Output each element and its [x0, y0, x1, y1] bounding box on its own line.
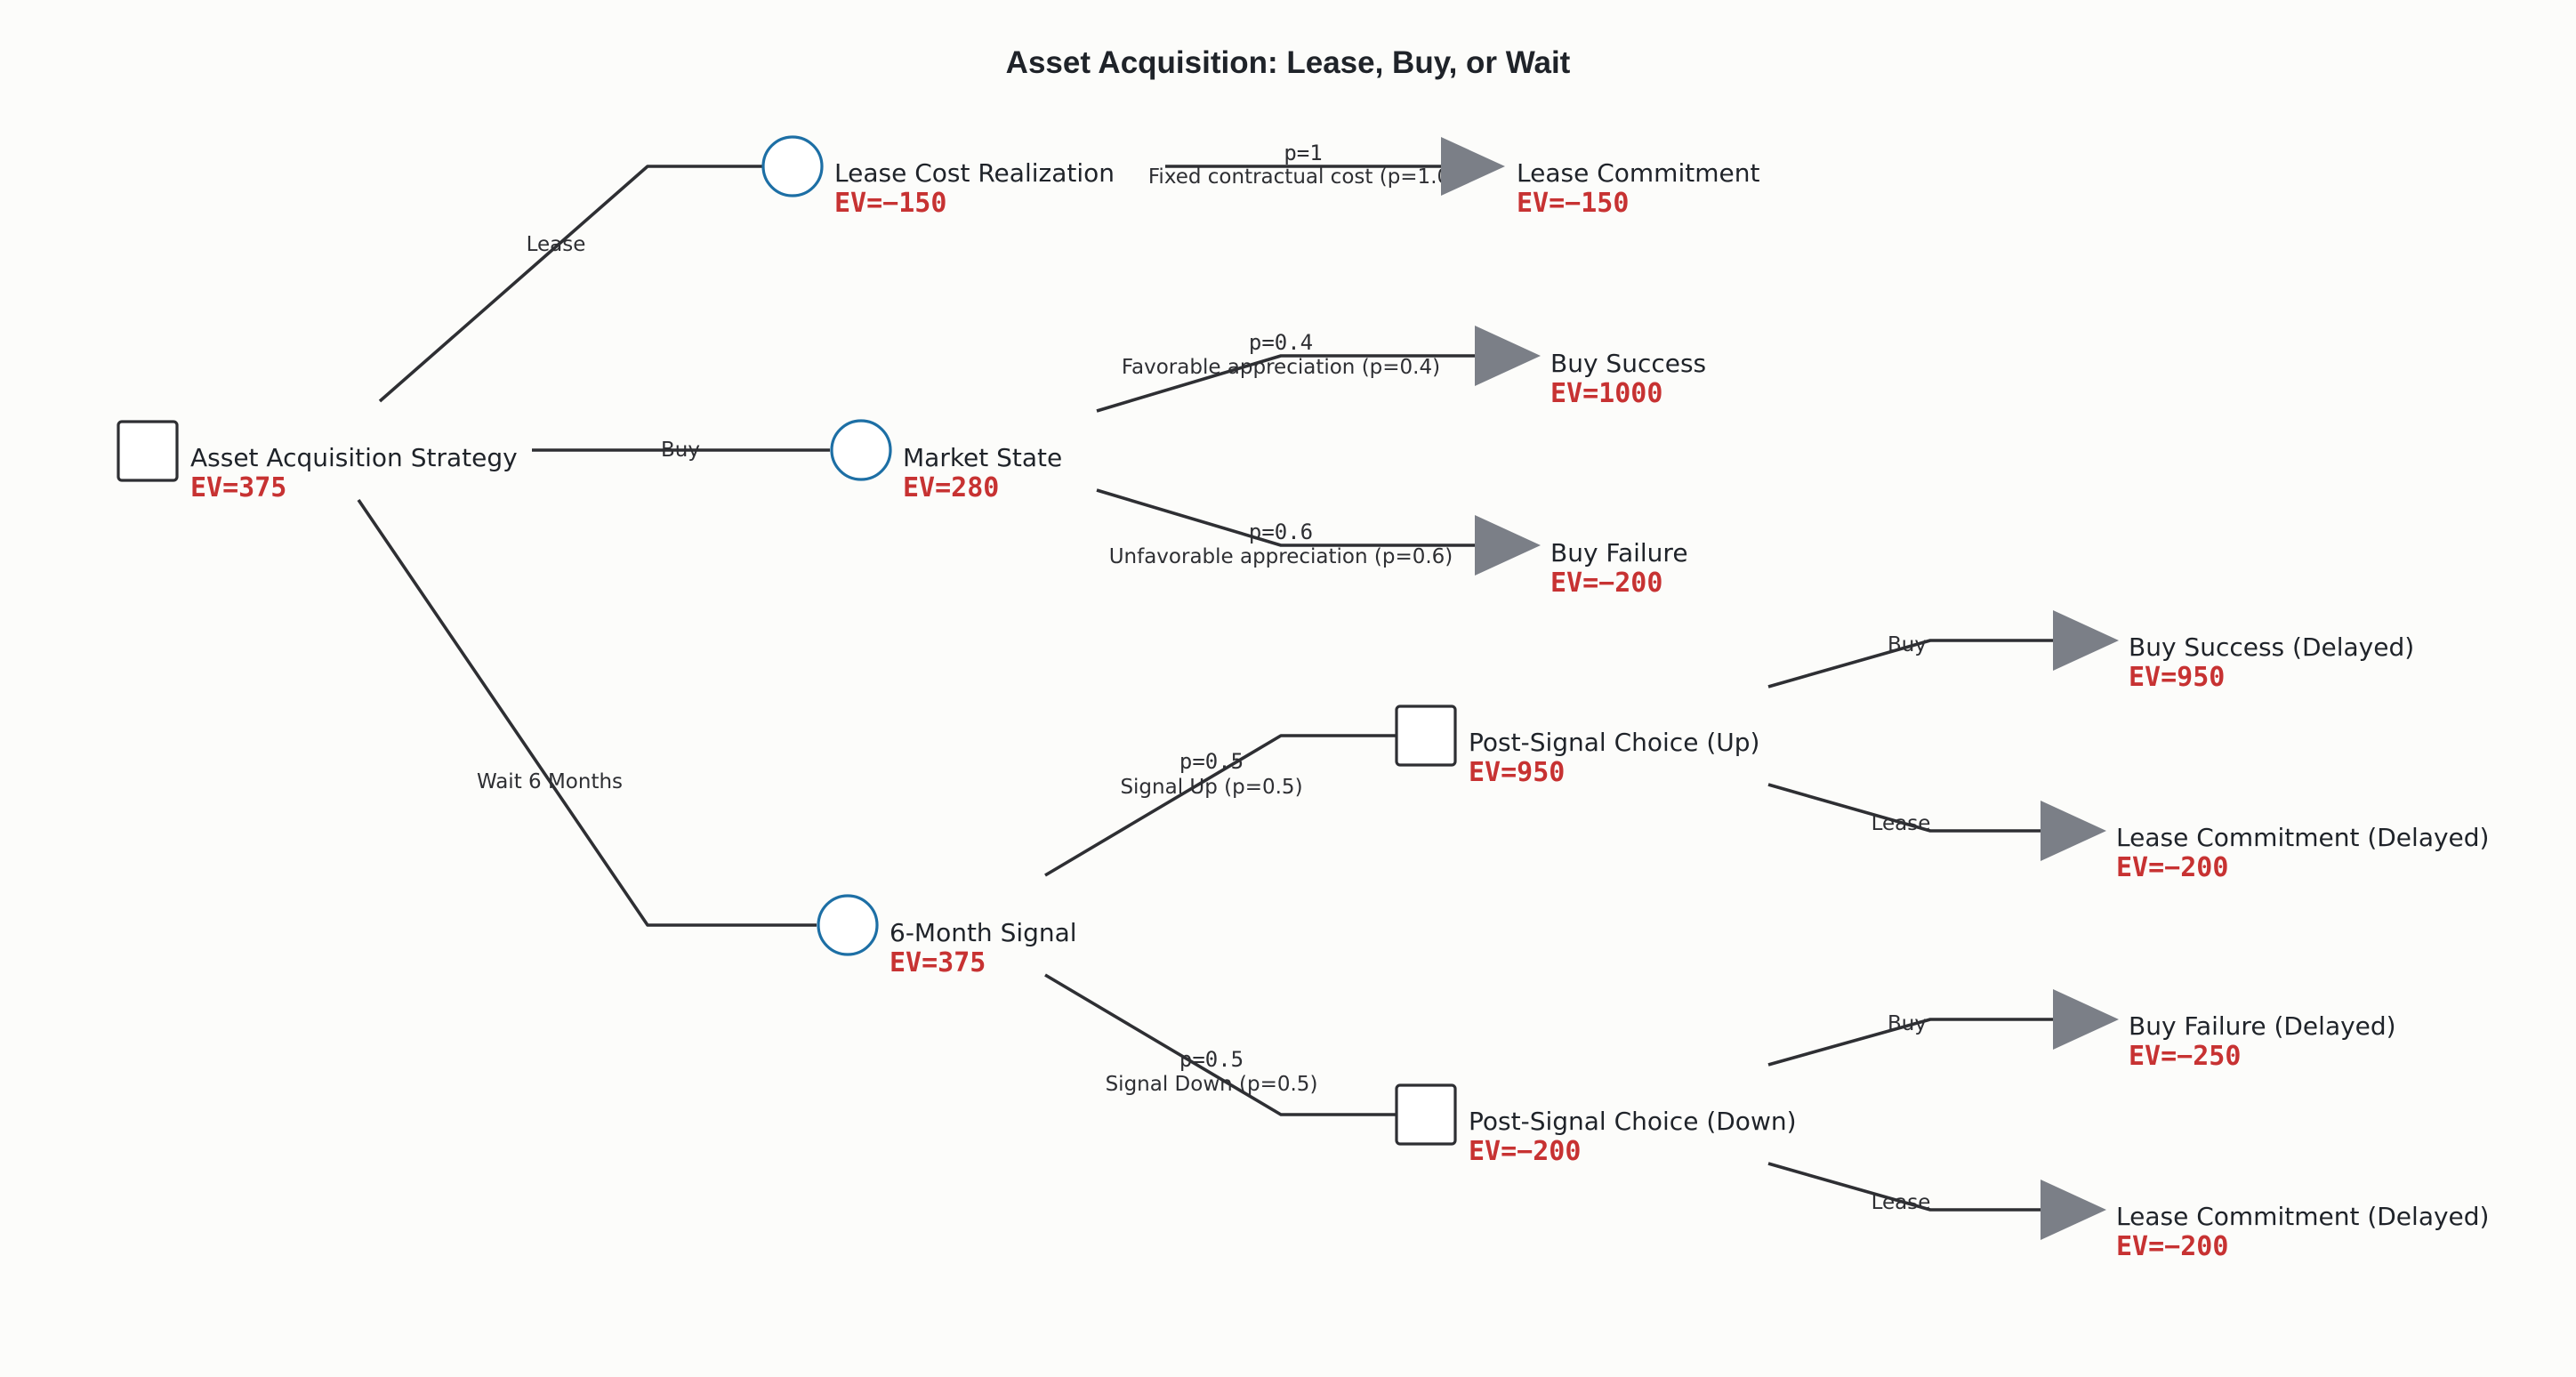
node-label-market-state: Market State [903, 443, 1062, 472]
ev-label-lease-delayed-down: EV=−200 [2116, 1231, 2228, 1262]
edge-down-buy [1767, 1018, 2053, 1067]
node-label-post-down: Post-Signal Choice (Down) [1469, 1107, 1797, 1136]
node-label-buy-success: Buy Success [1550, 349, 1706, 378]
terminal-node-lease-delayed-up [2041, 801, 2106, 861]
edge-label-up-buy: Buy [1888, 633, 1927, 656]
prob-label-fixed: p=1 [1284, 141, 1322, 165]
ev-label-root: EV=375 [190, 472, 286, 503]
ev-label-post-down: EV=−200 [1469, 1136, 1581, 1167]
decision-node-post-up [1395, 705, 1457, 767]
edge-label-signal-down: Signal Down (p=0.5) [1106, 1073, 1318, 1096]
edge-unfavorable [1096, 488, 1477, 547]
terminal-node-lease-delayed-down [2041, 1180, 2106, 1240]
ev-label-lease-delayed-up: EV=−200 [2116, 852, 2228, 883]
chance-node-market-state [830, 419, 892, 481]
node-label-lease-delayed-down: Lease Commitment (Delayed) [2116, 1202, 2489, 1231]
ev-label-lease-cost: EV=−150 [834, 188, 946, 219]
prob-label-unfavorable: p=0.6 [1249, 519, 1313, 544]
ev-label-post-up: EV=950 [1469, 757, 1565, 788]
terminal-node-buy-success-delayed [2053, 610, 2119, 671]
prob-label-signal-down: p=0.5 [1179, 1047, 1244, 1072]
edge-label-signal-up: Signal Up (p=0.5) [1120, 776, 1302, 799]
chance-node-signal [817, 894, 879, 956]
edge-labels: Lease Buy Wait 6 Months p=1 Fixed contra… [477, 141, 1930, 1214]
ev-label-buy-success-delayed: EV=950 [2129, 662, 2225, 693]
edge-label-unfavorable: Unfavorable appreciation (p=0.6) [1109, 545, 1453, 568]
edge-label-favorable: Favorable appreciation (p=0.4) [1122, 356, 1440, 379]
edge-down-lease [1767, 1162, 2041, 1212]
ev-label-buy-failure-delayed: EV=−250 [2129, 1041, 2241, 1072]
ev-label-market-state: EV=280 [903, 472, 999, 503]
terminal-node-buy-failure-delayed [2053, 989, 2119, 1050]
chance-node-lease-cost [761, 135, 824, 197]
edges [357, 165, 2053, 1212]
nodes: Asset Acquisition Strategy EV=375 Lease … [117, 135, 2489, 1262]
edge-wait [357, 498, 817, 927]
edge-label-up-lease: Lease [1872, 812, 1931, 835]
ev-label-buy-failure: EV=−200 [1550, 568, 1662, 599]
edge-up-buy [1767, 639, 2053, 688]
edge-label-buy: Buy [661, 439, 700, 462]
node-label-lease-cost: Lease Cost Realization [834, 158, 1115, 188]
node-label-post-up: Post-Signal Choice (Up) [1469, 728, 1759, 757]
node-label-lease-delayed-up: Lease Commitment (Delayed) [2116, 823, 2489, 852]
node-label-signal: 6-Month Signal [890, 918, 1077, 947]
edge-label-lease: Lease [527, 233, 586, 256]
terminal-node-buy-success [1475, 326, 1541, 386]
edge-label-down-lease: Lease [1872, 1191, 1931, 1214]
prob-label-favorable: p=0.4 [1249, 330, 1313, 355]
decision-node-post-down [1395, 1083, 1457, 1146]
node-label-buy-failure-delayed: Buy Failure (Delayed) [2129, 1011, 2396, 1041]
edge-signal-up [1044, 734, 1397, 877]
node-label-buy-success-delayed: Buy Success (Delayed) [2129, 632, 2414, 662]
edge-label-wait: Wait 6 Months [477, 770, 623, 793]
ev-label-lease-commitment: EV=−150 [1517, 188, 1629, 219]
terminal-node-lease-commitment [1441, 137, 1505, 196]
node-label-lease-commitment: Lease Commitment [1517, 158, 1759, 188]
ev-label-signal: EV=375 [890, 947, 986, 978]
edge-favorable [1096, 354, 1477, 413]
edge-lease [378, 165, 763, 403]
decision-node-root [117, 420, 179, 482]
prob-label-signal-up: p=0.5 [1179, 749, 1244, 774]
node-label-root: Asset Acquisition Strategy [190, 443, 518, 472]
ev-label-buy-success: EV=1000 [1550, 378, 1662, 409]
edge-label-down-buy: Buy [1888, 1012, 1927, 1035]
diagram-title: Asset Acquisition: Lease, Buy, or Wait [1006, 45, 1571, 80]
edge-up-lease [1767, 783, 2041, 833]
edge-label-fixed: Fixed contractual cost (p=1.0) [1148, 165, 1458, 189]
node-label-buy-failure: Buy Failure [1550, 538, 1688, 568]
terminal-node-buy-failure [1475, 515, 1541, 576]
edge-signal-down [1044, 973, 1397, 1116]
